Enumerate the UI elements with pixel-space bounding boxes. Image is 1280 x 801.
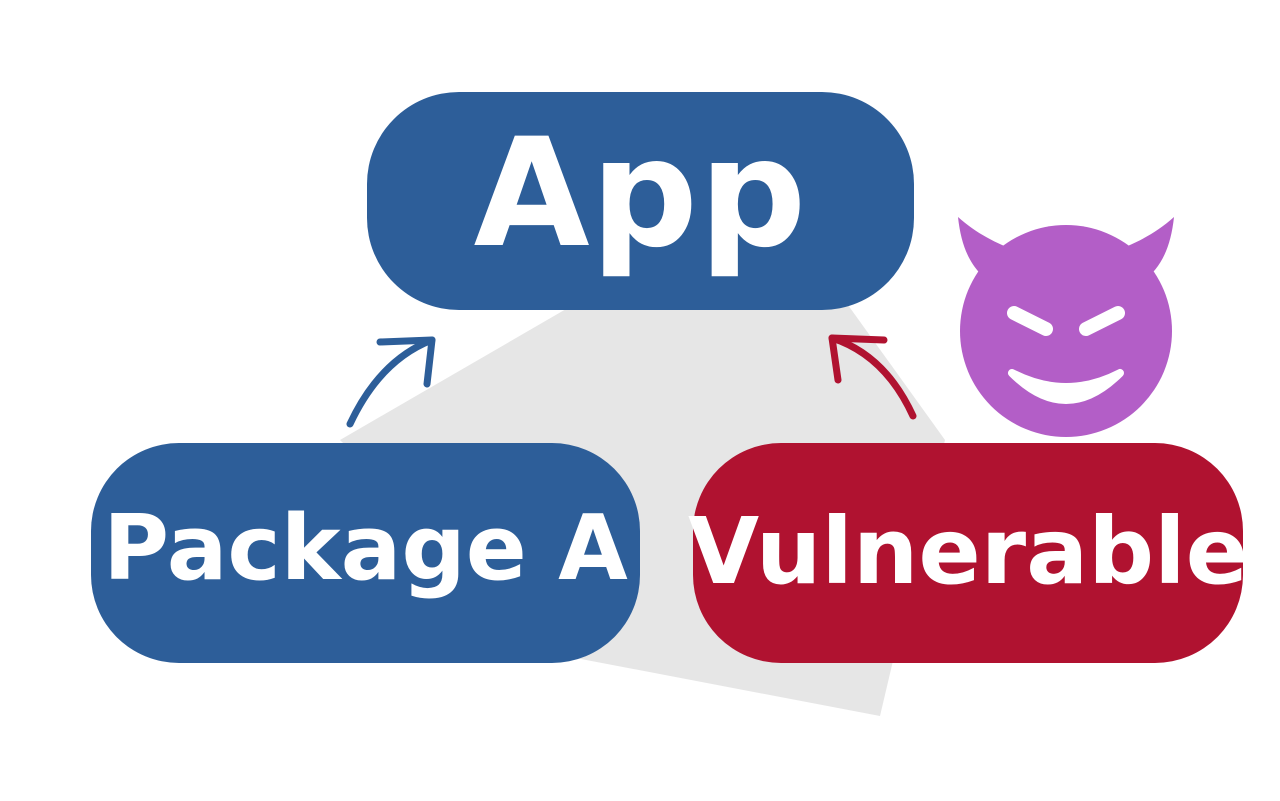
vulnerable-node: Vulnerable xyxy=(688,443,1248,663)
dependency-arrow-vulnerable-to-app xyxy=(828,334,917,420)
package-a-label: Package A xyxy=(103,496,628,601)
dependency-arrow-package-to-app xyxy=(346,336,436,428)
app-label: App xyxy=(473,107,808,281)
app-node: App xyxy=(367,92,914,310)
package-a-node: Package A xyxy=(91,443,640,663)
vulnerable-label: Vulnerable xyxy=(687,498,1249,605)
smiling-face-with-horns-icon xyxy=(958,217,1174,437)
